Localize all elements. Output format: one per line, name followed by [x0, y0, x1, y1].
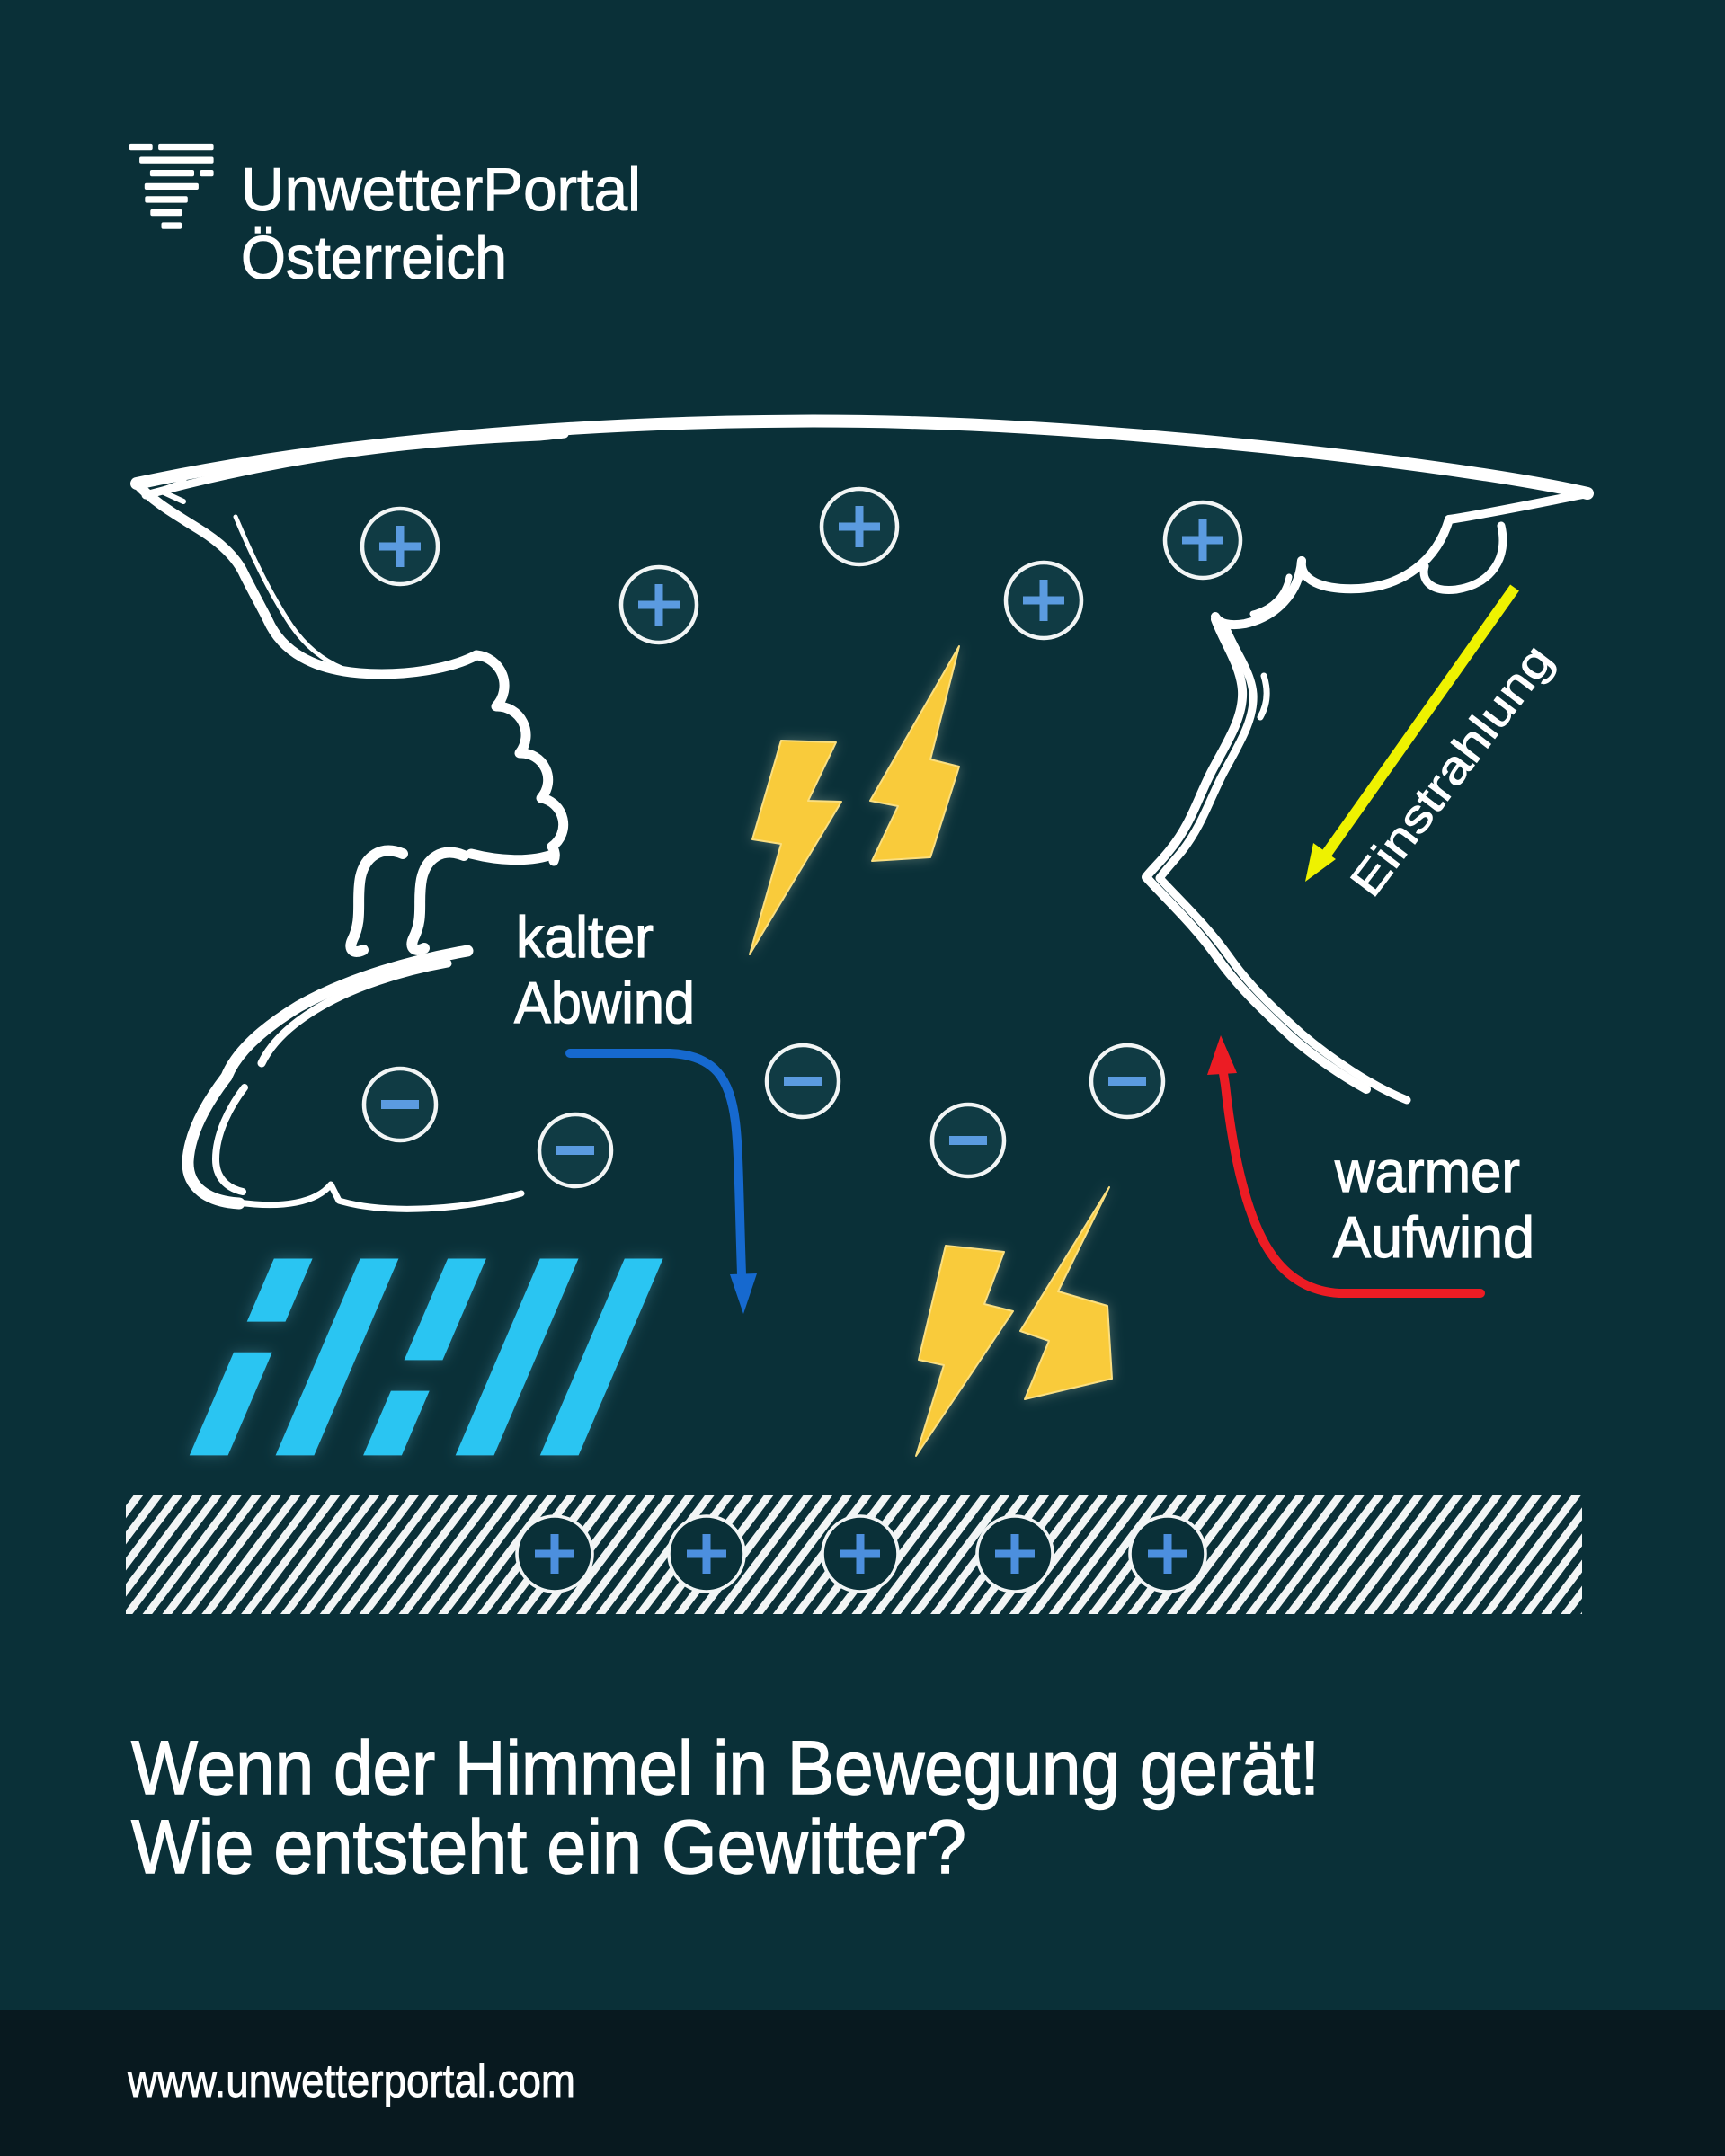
svg-text:kalter: kalter — [516, 904, 654, 970]
svg-text:Abwind: Abwind — [514, 970, 695, 1035]
svg-text:UnwetterPortal: UnwetterPortal — [241, 155, 641, 224]
svg-text:www.unwetterportal.com: www.unwetterportal.com — [127, 2055, 575, 2107]
svg-text:Österreich: Österreich — [241, 224, 507, 292]
svg-text:Wie entsteht ein Gewitter?: Wie entsteht ein Gewitter? — [131, 1805, 966, 1889]
svg-text:Aufwind: Aufwind — [1333, 1204, 1534, 1270]
svg-text:Wenn der Himmel in Bewegung ge: Wenn der Himmel in Bewegung gerät! — [131, 1726, 1320, 1810]
svg-text:warmer: warmer — [1334, 1139, 1520, 1204]
